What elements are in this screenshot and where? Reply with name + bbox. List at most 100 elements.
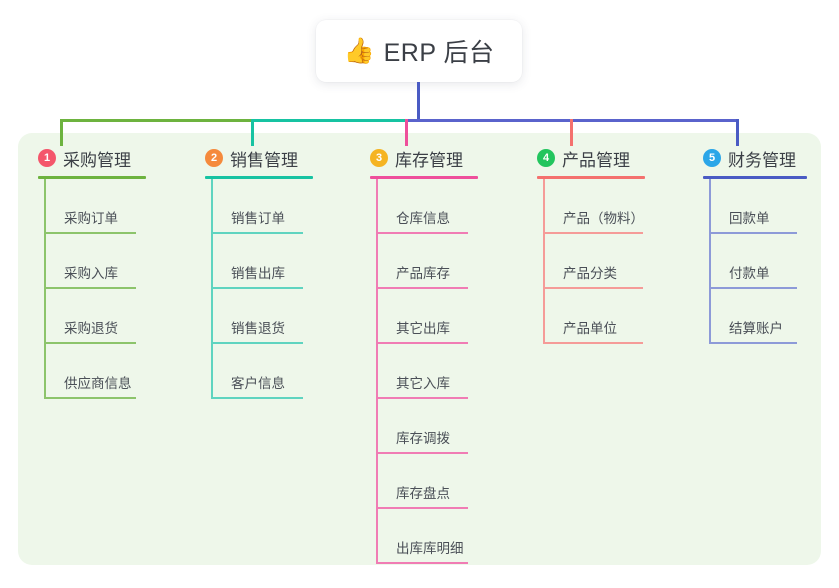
list-item-label: 其它入库	[396, 376, 450, 391]
list-item[interactable]: 其它出库	[370, 289, 478, 344]
list-item[interactable]: 销售订单	[205, 179, 313, 234]
list-item-label: 产品（物料）	[563, 211, 644, 226]
list-item[interactable]: 采购入库	[38, 234, 146, 289]
list-item-label: 付款单	[729, 266, 770, 281]
list-item-label: 采购入库	[64, 266, 118, 281]
column-header-rule-5	[703, 176, 807, 179]
column-header-2[interactable]: 2 销售管理	[205, 146, 313, 170]
list-item-rule	[376, 397, 468, 399]
list-item-rule	[709, 287, 797, 289]
list-item-rule	[376, 232, 468, 234]
column-badge-3: 3	[370, 149, 388, 167]
column-2: 2 销售管理销售订单销售出库销售退货客户信息	[205, 146, 313, 399]
column-badge-4: 4	[537, 149, 555, 167]
list-item[interactable]: 采购退货	[38, 289, 146, 344]
list-item-label: 采购退货	[64, 321, 118, 336]
diagram-panel	[18, 133, 821, 565]
list-item[interactable]: 仓库信息	[370, 179, 478, 234]
list-item-label: 产品库存	[396, 266, 450, 281]
list-item[interactable]: 销售退货	[205, 289, 313, 344]
list-item-label: 销售退货	[231, 321, 285, 336]
column-badge-2: 2	[205, 149, 223, 167]
column-header-rule-4	[537, 176, 645, 179]
thumbs-up-icon: 👍	[343, 36, 375, 65]
list-item-rule	[44, 397, 136, 399]
list-item-rule	[376, 507, 468, 509]
list-item-rule	[44, 287, 136, 289]
list-item[interactable]: 供应商信息	[38, 344, 146, 399]
column-4: 4 产品管理产品（物料） 产品分类产品单位	[537, 146, 645, 344]
list-item-label: 结算账户	[729, 321, 783, 336]
list-item-label: 产品单位	[563, 321, 617, 336]
list-item-label: 出库库明细	[396, 541, 464, 556]
column-title-3: 库存管理	[395, 150, 463, 170]
column-items-4: 产品（物料） 产品分类产品单位	[537, 179, 645, 344]
bus-segment-2	[251, 119, 405, 122]
list-item-rule	[376, 342, 468, 344]
list-item-label: 客户信息	[231, 376, 285, 391]
list-item-rule	[709, 232, 797, 234]
drop-line-column-3	[405, 119, 408, 146]
list-item-rule	[376, 562, 468, 564]
list-item[interactable]: 客户信息	[205, 344, 313, 399]
list-item[interactable]: 出库库明细	[370, 509, 478, 564]
list-item-label: 销售出库	[231, 266, 285, 281]
list-item-rule	[543, 232, 643, 234]
column-title-4: 产品管理	[562, 150, 630, 170]
column-header-rule-1	[38, 176, 146, 179]
bus-segment-1	[60, 119, 251, 122]
column-items-5: 回款单付款单结算账户	[703, 179, 807, 344]
list-item-rule	[543, 287, 643, 289]
list-item-rule	[543, 342, 643, 344]
column-spine-3	[376, 179, 378, 564]
column-header-4[interactable]: 4 产品管理	[537, 146, 645, 170]
drop-line-column-1	[60, 119, 63, 146]
column-items-1: 采购订单采购入库采购退货供应商信息	[38, 179, 146, 399]
column-items-2: 销售订单销售出库销售退货客户信息	[205, 179, 313, 399]
column-header-3[interactable]: 3 库存管理	[370, 146, 478, 170]
column-title-5: 财务管理	[728, 150, 796, 170]
column-header-rule-3	[370, 176, 478, 179]
list-item-label: 销售订单	[231, 211, 285, 226]
column-1: 1 采购管理采购订单采购入库采购退货供应商信息	[38, 146, 146, 399]
root-title: ERP 后台	[383, 39, 495, 67]
column-spine-1	[44, 179, 46, 399]
column-3: 3 库存管理仓库信息产品库存其它出库其它入库库存调拨库存盘点出库库明细	[370, 146, 478, 564]
list-item-rule	[211, 287, 303, 289]
column-spine-2	[211, 179, 213, 399]
list-item[interactable]: 回款单	[703, 179, 807, 234]
list-item-label: 供应商信息	[64, 376, 132, 391]
list-item[interactable]: 采购订单	[38, 179, 146, 234]
column-header-1[interactable]: 1 采购管理	[38, 146, 146, 170]
list-item[interactable]: 付款单	[703, 234, 807, 289]
list-item-rule	[211, 232, 303, 234]
list-item-rule	[376, 287, 468, 289]
list-item[interactable]: 产品单位	[537, 289, 645, 344]
list-item[interactable]: 产品分类	[537, 234, 645, 289]
column-title-1: 采购管理	[63, 150, 131, 170]
list-item[interactable]: 库存盘点	[370, 454, 478, 509]
list-item-label: 采购订单	[64, 211, 118, 226]
list-item-rule	[211, 397, 303, 399]
column-spine-4	[543, 179, 545, 344]
list-item-rule	[44, 232, 136, 234]
list-item[interactable]: 其它入库	[370, 344, 478, 399]
list-item[interactable]: 产品（物料）	[537, 179, 645, 234]
list-item-rule	[211, 342, 303, 344]
column-items-3: 仓库信息产品库存其它出库其它入库库存调拨库存盘点出库库明细	[370, 179, 478, 564]
list-item-rule	[709, 342, 797, 344]
column-header-rule-2	[205, 176, 313, 179]
drop-line-column-5	[736, 119, 739, 146]
column-badge-1: 1	[38, 149, 56, 167]
list-item[interactable]: 库存调拨	[370, 399, 478, 454]
list-item[interactable]: 产品库存	[370, 234, 478, 289]
list-item-rule	[44, 342, 136, 344]
column-title-2: 销售管理	[230, 150, 298, 170]
drop-line-column-2	[251, 119, 254, 146]
list-item[interactable]: 销售出库	[205, 234, 313, 289]
root-node-card[interactable]: 👍 ERP 后台	[316, 20, 522, 82]
column-spine-5	[709, 179, 711, 344]
list-item[interactable]: 结算账户	[703, 289, 807, 344]
